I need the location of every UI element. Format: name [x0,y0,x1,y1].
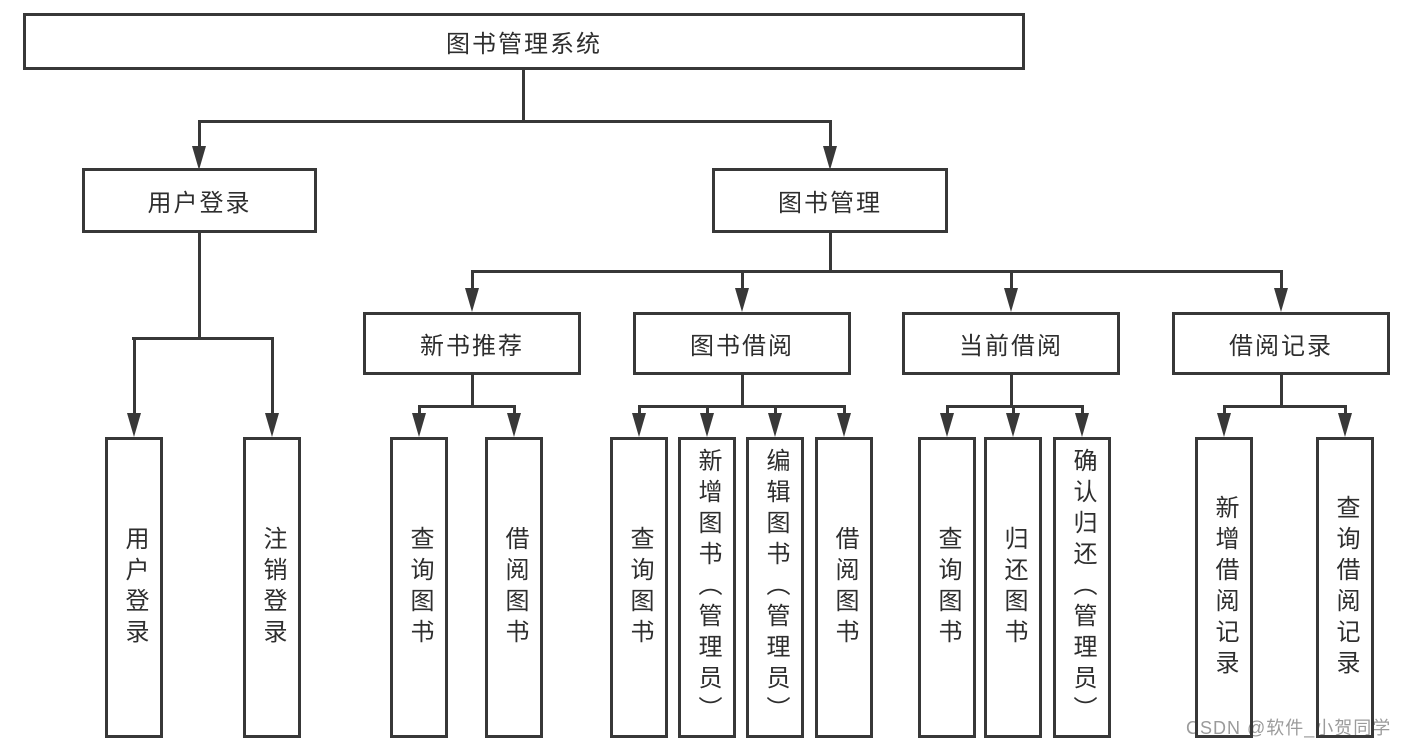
connector-stem [418,405,421,415]
node-label: 借阅记录 [1229,333,1333,360]
arrowhead-down-icon [507,413,521,437]
arrowhead-down-icon [1274,288,1288,312]
node-label: 新书推荐 [420,333,524,360]
leaf-label: 用户登录 [121,525,148,650]
node-current-borrow: 当前借阅 [902,312,1120,375]
connector-stem [133,337,136,415]
leaf-user-login: 用户登录 [105,437,163,738]
arrowhead-down-icon [735,288,749,312]
connector-mgmt-stem [829,233,832,270]
node-book-borrow: 图书借阅 [633,312,851,375]
leaf-label: 确认归还（管理员） [1069,448,1096,727]
leaf-edit-book-admin: 编辑图书（管理员） [746,437,804,738]
arrowhead-down-icon [1006,413,1020,437]
leaf-label: 注销登录 [259,525,286,650]
leaf-label: 新增图书（管理员） [694,448,721,727]
leaf-query-books-borrow: 查询图书 [610,437,668,738]
arrowhead-down-icon [265,413,279,437]
leaf-label: 借阅图书 [501,525,528,650]
leaf-label: 查询图书 [934,525,961,650]
connector-login-stem [198,233,201,337]
connector-stem [741,375,744,405]
leaf-label: 借阅图书 [831,525,858,650]
node-root: 图书管理系统 [23,13,1025,70]
arrowhead-down-icon [940,413,954,437]
connector-stem [1223,405,1226,415]
leaf-label: 查询图书 [406,525,433,650]
connector-stem [1081,405,1084,415]
connector-stem [1010,270,1013,290]
leaf-label: 查询借阅记录 [1332,494,1359,681]
connector-stem [946,405,949,415]
arrowhead-down-icon [1338,413,1352,437]
arrowhead-down-icon [1217,413,1231,437]
arrowhead-down-icon [1004,288,1018,312]
connector-group3-bus [946,405,1084,408]
node-user-login: 用户登录 [82,168,317,233]
node-label: 图书借阅 [690,333,794,360]
connector-stem [471,375,474,405]
leaf-add-borrow-record: 新增借阅记录 [1195,437,1253,738]
arrowhead-down-icon [768,413,782,437]
leaf-query-books-current: 查询图书 [918,437,976,738]
connector-level2-bus [198,120,832,123]
connector-level3-bus [471,270,1282,273]
node-label: 当前借阅 [959,333,1063,360]
leaf-confirm-return-admin: 确认归还（管理员） [1053,437,1111,738]
connector-stem [513,405,516,415]
leaf-borrow-book-recommend: 借阅图书 [485,437,543,738]
connector-stem [706,405,709,415]
connector-stem [1344,405,1347,415]
connector-stem [1010,375,1013,405]
connector-stem [1280,270,1283,290]
arrowhead-down-icon [700,413,714,437]
connector-stem [741,270,744,290]
csdn-watermark: CSDN @软件_小贺同学 [1186,718,1392,738]
connector-root-stem [522,70,525,120]
leaf-query-books-recommend: 查询图书 [390,437,448,738]
node-new-book-recommend: 新书推荐 [363,312,581,375]
leaf-label: 编辑图书（管理员） [762,448,789,727]
connector-stem [774,405,777,415]
connector-stem [829,120,832,146]
arrowhead-down-icon [412,413,426,437]
leaf-label: 新增借阅记录 [1211,494,1238,681]
connector-group4-bus [1223,405,1347,408]
node-root-label: 图书管理系统 [446,31,602,58]
connector-group2-bus [638,405,846,408]
connector-stem [271,337,274,415]
connector-stem [198,120,201,146]
connector-stem [1280,375,1283,405]
leaf-label: 查询图书 [626,525,653,650]
connector-stem [638,405,641,415]
connector-login-bus [132,337,274,340]
arrowhead-down-icon [823,146,837,170]
connector-group1-bus [418,405,516,408]
node-book-management: 图书管理 [712,168,948,233]
arrowhead-down-icon [192,146,206,170]
node-label: 图书管理 [778,190,882,217]
arrowhead-down-icon [632,413,646,437]
leaf-logout: 注销登录 [243,437,301,738]
arrowhead-down-icon [465,288,479,312]
arrowhead-down-icon [127,413,141,437]
connector-stem [1012,405,1015,415]
leaf-label: 归还图书 [1000,525,1027,650]
leaf-add-book-admin: 新增图书（管理员） [678,437,736,738]
leaf-borrow-book: 借阅图书 [815,437,873,738]
arrowhead-down-icon [837,413,851,437]
leaf-return-book: 归还图书 [984,437,1042,738]
connector-stem [471,270,474,290]
leaf-query-borrow-record: 查询借阅记录 [1316,437,1374,738]
node-label: 用户登录 [147,190,252,217]
arrowhead-down-icon [1075,413,1089,437]
connector-stem [843,405,846,415]
node-borrow-records: 借阅记录 [1172,312,1390,375]
